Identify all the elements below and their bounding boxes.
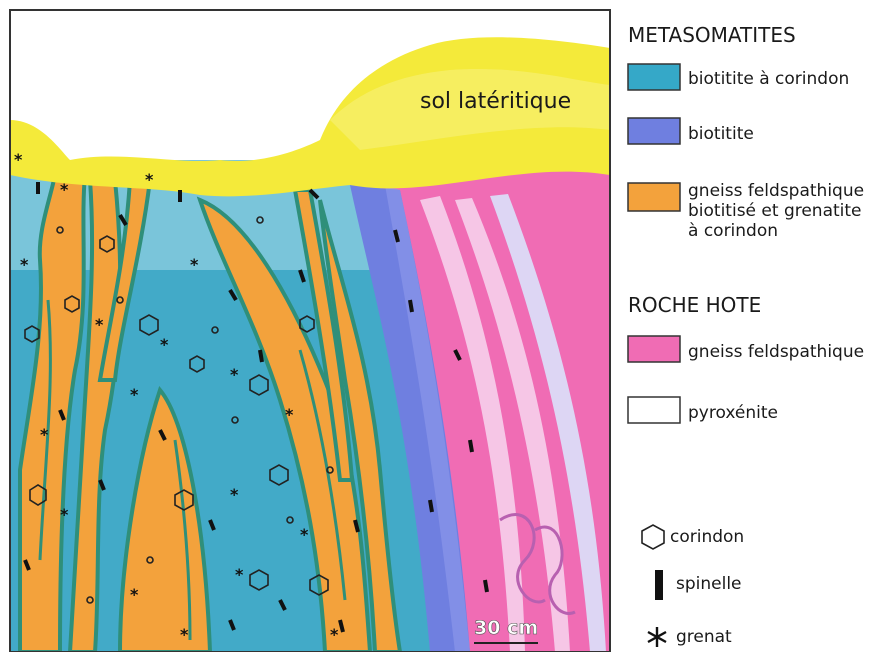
legend-gneiss-biotitise-line2: biotitisé et grenatite <box>688 201 862 221</box>
legend-gneiss-feldspathique: gneiss feldspathique <box>688 342 864 362</box>
legend-gneiss-biotitise-line1: gneiss feldspathique <box>688 181 864 201</box>
host-rock-title: ROCHE HOTE <box>628 293 761 317</box>
svg-text:*: * <box>14 150 23 169</box>
svg-text:*: * <box>180 625 189 644</box>
metasomatites-title: METASOMATITES <box>628 23 796 47</box>
svg-text:*: * <box>330 625 339 644</box>
svg-text:*: * <box>285 405 294 424</box>
svg-text:*: * <box>230 365 239 384</box>
legend-biotitite: biotitite <box>688 124 754 144</box>
asterisk-icon <box>648 627 666 647</box>
hexagon-icon <box>642 525 664 549</box>
swatch-pyroxenite <box>628 397 680 423</box>
svg-text:*: * <box>130 585 139 604</box>
legend: METASOMATITES biotitite à corindon bioti… <box>628 23 864 647</box>
legend-pyroxenite: pyroxénite <box>688 403 778 423</box>
swatch-gneiss-feldspathique <box>628 336 680 362</box>
svg-text:*: * <box>20 255 29 274</box>
soil-label: sol latéritique <box>420 89 571 114</box>
svg-text:*: * <box>190 255 199 274</box>
svg-text:*: * <box>300 525 309 544</box>
svg-text:*: * <box>60 180 69 199</box>
legend-gneiss-biotitise-line3: à corindon <box>688 221 778 241</box>
scale-label: 30 cm <box>474 617 538 639</box>
svg-text:*: * <box>145 170 154 189</box>
svg-text:*: * <box>130 385 139 404</box>
bar-icon <box>655 570 663 600</box>
legend-biotitite-corindon: biotitite à corindon <box>688 69 849 89</box>
swatch-biotitite-corindon <box>628 64 680 90</box>
svg-text:*: * <box>230 485 239 504</box>
svg-text:*: * <box>60 505 69 524</box>
swatch-gneiss-biotitise <box>628 183 680 211</box>
legend-grenat: grenat <box>676 627 732 647</box>
legend-corindon: corindon <box>670 527 744 547</box>
svg-text:*: * <box>235 565 244 584</box>
svg-text:*: * <box>160 335 169 354</box>
swatch-biotitite <box>628 118 680 144</box>
cross-section: * * * * * * * * * * * * * * * * * * 30 cm sol latéri… <box>10 10 610 652</box>
svg-text:*: * <box>95 315 104 334</box>
svg-text:*: * <box>40 425 49 444</box>
legend-spinelle: spinelle <box>676 574 742 594</box>
